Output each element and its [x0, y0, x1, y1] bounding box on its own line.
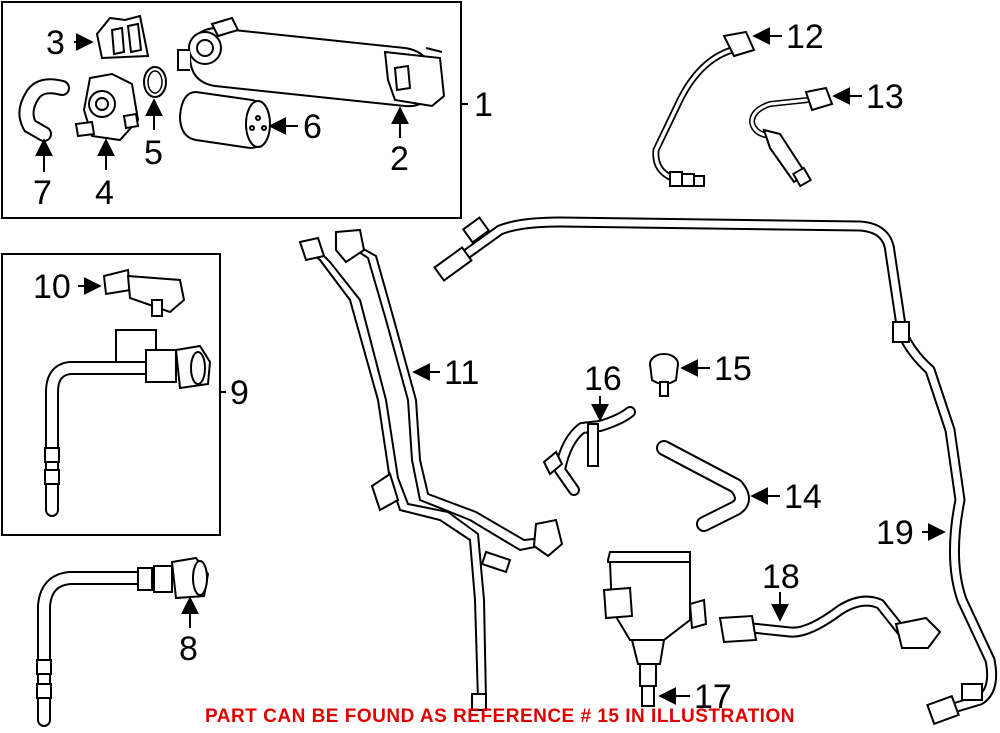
filter-part: [178, 90, 271, 150]
callout-14: 14: [784, 478, 822, 516]
callout-4: 4: [95, 174, 114, 212]
callout-6: 6: [303, 108, 322, 146]
callout-9: 9: [230, 374, 249, 412]
callout-19: 19: [876, 514, 914, 552]
o-ring-part: [143, 66, 167, 98]
hose-harness-11-part: [298, 228, 564, 711]
leader-lines: [35, 27, 946, 705]
hose-18-part: [718, 595, 942, 649]
group-box-canister: [1, 1, 462, 219]
valve-17-part: [602, 551, 708, 707]
group-box-hose-9: [1, 253, 221, 536]
hose-9-part: [44, 329, 212, 517]
hose-16-part: [542, 406, 636, 496]
sensor-12-part: [652, 30, 756, 187]
callout-10: 10: [33, 268, 71, 306]
bracket-part: [95, 14, 150, 60]
hose-19-part: [433, 216, 998, 726]
callout-17: 17: [694, 678, 732, 716]
callout-1: 1: [474, 86, 493, 124]
callout-3: 3: [46, 24, 65, 62]
callout-numbers: 1 2 3 4 5 6 7 8 9 10 11 12 13 14 15 16 1…: [33, 18, 914, 716]
callout-5: 5: [144, 134, 163, 172]
canister-part: [177, 16, 446, 108]
hose-8-part: [36, 556, 210, 727]
hose-14-part: [656, 440, 750, 532]
callout-8: 8: [179, 630, 198, 668]
callout-11: 11: [444, 354, 479, 392]
cap-15-part: [649, 353, 679, 397]
sensor-13-part: [748, 86, 834, 188]
sensor-connector-part: [102, 268, 186, 317]
callout-15: 15: [714, 350, 752, 388]
callout-13: 13: [866, 78, 904, 116]
callout-7: 7: [33, 174, 52, 212]
callout-2: 2: [390, 140, 409, 178]
callout-18: 18: [762, 558, 800, 596]
callout-12: 12: [786, 18, 824, 56]
reference-note: PART CAN BE FOUND AS REFERENCE # 15 IN I…: [205, 706, 795, 727]
valve-part: [74, 72, 140, 142]
callout-16: 16: [584, 360, 622, 398]
